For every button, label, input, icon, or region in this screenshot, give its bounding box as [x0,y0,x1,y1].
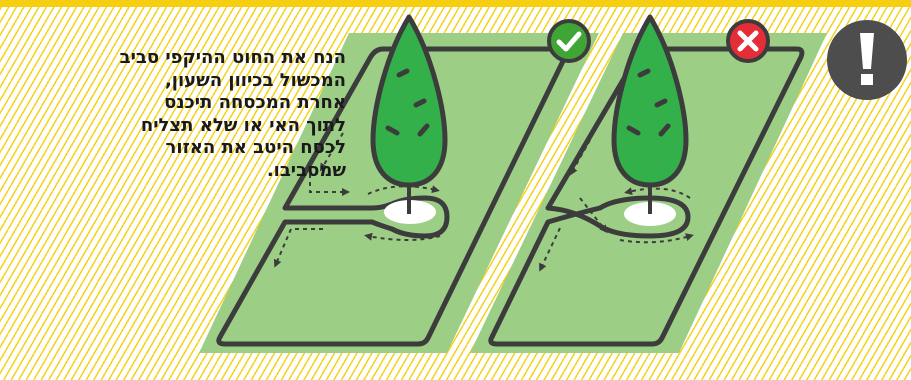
instruction-line: שמסביבו. [40,160,346,183]
instruction-line: הנח את החוט ההיקפי סביב [40,47,346,70]
instruction-line: לתוך האי או שלא תצליח [40,115,346,138]
warning-badge [827,20,907,100]
instruction-text: הנח את החוט ההיקפי סביב המכשול בכיוון הש… [40,47,346,182]
x-badge [728,21,768,61]
instruction-line: לכסח היטב את האזור [40,137,346,160]
check-badge [549,21,589,61]
instruction-line: אחרת המכסחה תיכנס [40,92,346,115]
instruction-line: המכשול בכיוון השעון, [40,70,346,93]
